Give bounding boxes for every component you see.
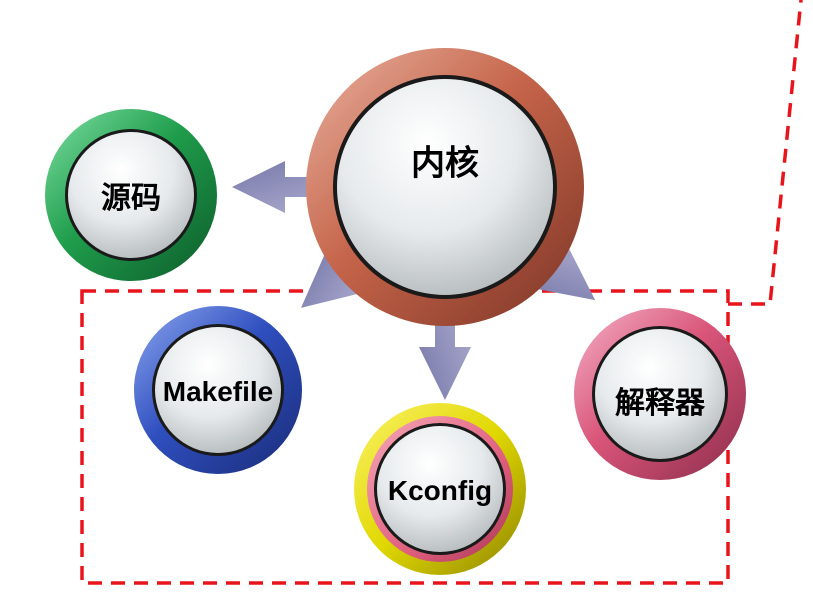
node-parser (574, 308, 746, 480)
node-makefile (134, 306, 302, 474)
node-source-label: 源码 (101, 181, 161, 216)
node-makefile-label: Makefile (162, 376, 274, 407)
node-source (45, 109, 217, 281)
dashed-connector-line (728, 0, 803, 306)
node-kconfig (354, 403, 526, 575)
node-kernel-label: 内核 (411, 143, 479, 184)
node-parser-label: 解释器 (615, 386, 705, 421)
node-kconfig-label: Kconfig (387, 475, 493, 506)
node-kernel (306, 48, 584, 326)
